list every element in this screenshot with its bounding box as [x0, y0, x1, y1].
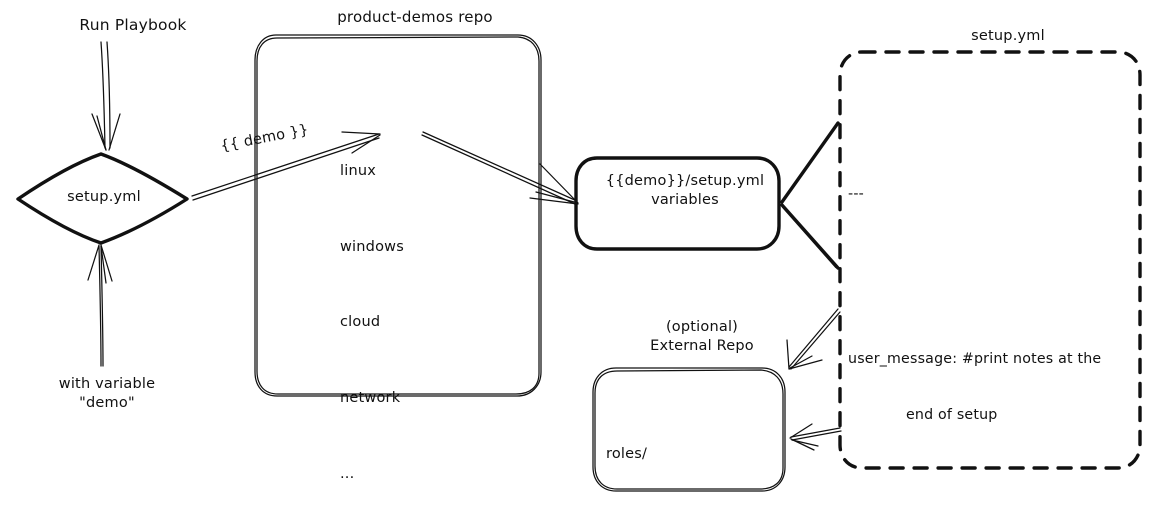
setup-yml-panel-body: --- user_message: #print notes at the en… — [848, 88, 1138, 505]
setup-yml-panel-border[interactable] — [838, 50, 1142, 470]
arrow-job-templates-to-external-repo — [789, 423, 842, 451]
decision-diamond-setup-yml[interactable] — [16, 152, 189, 245]
with-variable-label: with variable "demo" — [58, 376, 156, 411]
external-repo-box[interactable] — [592, 367, 786, 492]
arrow-demo-variable — [191, 131, 381, 201]
repo-item-ellipsis: ... — [340, 465, 355, 482]
repo-item-network[interactable]: network — [340, 390, 401, 407]
variables-box-label: {{demo}}/setup.yml variables — [605, 173, 765, 208]
yaml-block-document-start: --- — [848, 185, 864, 202]
setup-yml-panel-title: setup.yml — [971, 28, 1045, 44]
external-repo-item-list: roles/ playbooks/ .... — [606, 403, 756, 505]
decision-label-setup-yml: setup.yml — [67, 189, 141, 205]
external-repo-title: (optional) External Repo — [650, 319, 754, 354]
arrow-projects-to-external-repo — [786, 308, 841, 370]
repo-item-list: linux windows cloud network ... — [340, 125, 510, 505]
repo-item-cloud[interactable]: cloud — [340, 314, 381, 331]
arrow-linux-to-variables — [421, 131, 579, 205]
repo-item-windows[interactable]: windows — [340, 238, 404, 255]
external-repo-item-roles: roles/ — [606, 446, 648, 463]
yaml-block-user-message: user_message: #print notes at the end of… — [848, 351, 1102, 423]
arrow-with-variable — [87, 244, 113, 367]
repo-item-linux[interactable]: linux — [340, 163, 377, 180]
repo-box[interactable] — [254, 34, 542, 397]
repo-title-label: product-demos repo — [337, 8, 493, 26]
run-playbook-label: Run Playbook — [79, 16, 187, 34]
arrow-run-playbook — [91, 41, 121, 151]
variables-box[interactable] — [574, 156, 781, 251]
connector-panel-to-variables — [780, 121, 840, 270]
